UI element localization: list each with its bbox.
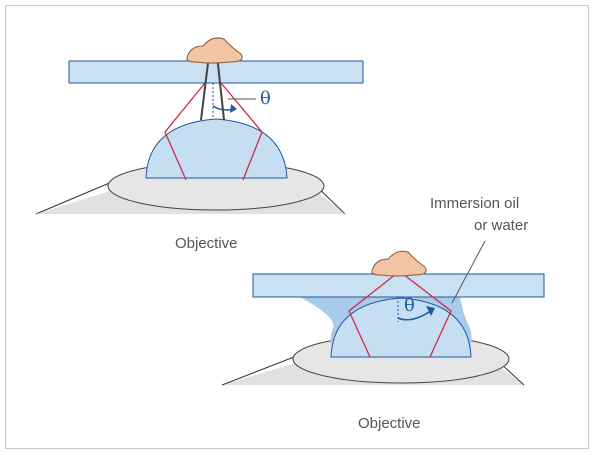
bottom-front-lens [330, 297, 472, 358]
immersion-label-line1: Immersion oil [430, 195, 519, 212]
top-specimen-rod-left [200, 54, 210, 121]
top-front-lens [145, 118, 288, 179]
bottom-objective-group: θ Immersion oil or water Objective [221, 195, 545, 432]
bottom-angle-arc [397, 309, 433, 321]
immersion-leader [451, 240, 486, 304]
bottom-ray-left [348, 273, 397, 358]
bottom-ray-right [402, 273, 452, 358]
bottom-specimen [371, 250, 427, 277]
figure-frame [5, 5, 589, 449]
top-ray-left [164, 82, 206, 181]
bottom-coverslip [252, 273, 545, 298]
top-specimen [186, 37, 243, 64]
bottom-angle-arrowhead [426, 306, 435, 316]
bottom-theta-symbol: θ [404, 295, 415, 316]
immersion-label-line2: or water [474, 217, 528, 234]
top-angle-arrowhead [230, 104, 237, 113]
top-objective-group: θ Objective [35, 37, 364, 252]
bottom-objective-label: Objective [358, 415, 421, 432]
top-theta-symbol: θ [260, 88, 271, 109]
top-coverslip [68, 60, 364, 84]
top-objective-label: Objective [175, 235, 238, 252]
